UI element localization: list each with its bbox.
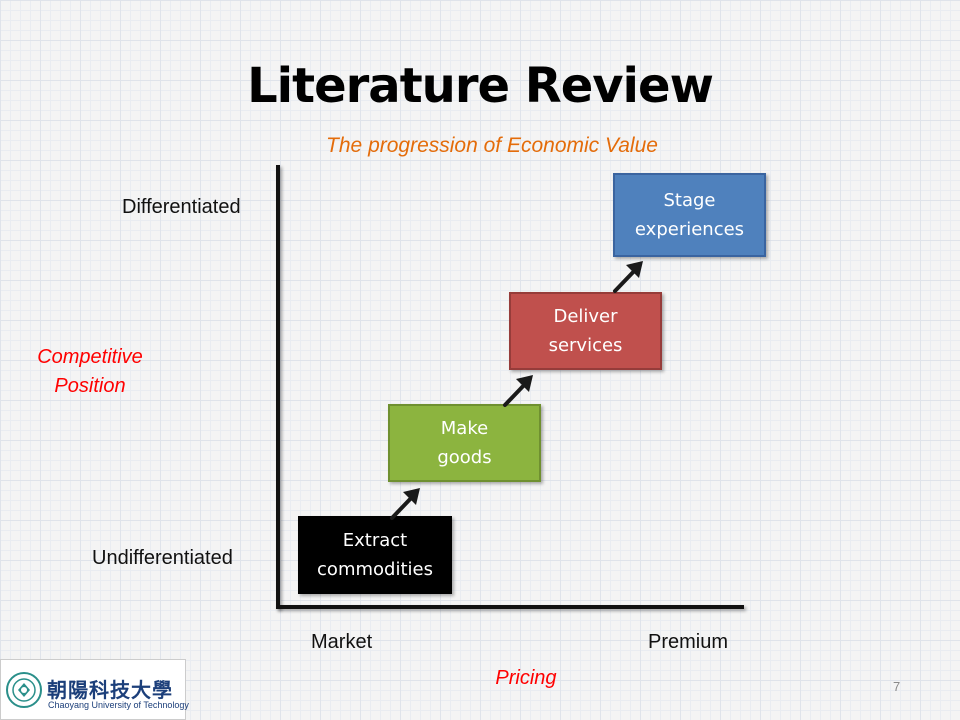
arrow-up-right-icon xyxy=(390,488,420,520)
x-right-label: Premium xyxy=(648,631,729,653)
page-number: 7 xyxy=(893,679,901,694)
x-left-label: Market xyxy=(311,631,373,653)
slide-title: Literature Review xyxy=(247,58,714,114)
y-axis-title-line1: Competitive xyxy=(37,346,143,368)
x-axis-title: Pricing xyxy=(495,667,557,689)
stage-line2: services xyxy=(548,335,623,356)
university-seal-icon xyxy=(6,672,42,708)
stage-line2: commodities xyxy=(317,559,433,580)
stage-box-deliver-services: Deliver services xyxy=(509,292,662,370)
diagram-subtitle: The progression of Economic Value xyxy=(326,134,658,157)
stage-box-stage-experiences: Stage experiences xyxy=(613,173,766,257)
university-name-english: Chaoyang University of Technology xyxy=(48,700,189,710)
y-axis-line xyxy=(276,165,280,609)
stage-line1: Make xyxy=(440,418,489,439)
university-logo: 朝陽科技大學 Chaoyang University of Technology xyxy=(0,659,189,720)
stage-box-extract-commodities: Extract commodities xyxy=(298,516,452,594)
stage-line1: Extract xyxy=(342,530,408,551)
stage-line1: Stage xyxy=(663,190,716,211)
stage-box-make-goods: Make goods xyxy=(388,404,541,482)
arrow-up-right-icon xyxy=(503,375,533,407)
y-top-label: Differentiated xyxy=(122,196,241,218)
stage-line2: experiences xyxy=(634,219,745,240)
x-axis-line xyxy=(276,605,744,609)
y-axis-title-line2: Position xyxy=(54,375,126,397)
stage-line1: Deliver xyxy=(553,306,618,327)
stage-line2: goods xyxy=(437,447,492,468)
y-bottom-label: Undifferentiated xyxy=(92,547,233,569)
arrow-up-right-icon xyxy=(613,261,643,293)
y-axis-title: Competitive Position xyxy=(20,343,160,401)
university-name-chinese: 朝陽科技大學 xyxy=(47,678,173,702)
